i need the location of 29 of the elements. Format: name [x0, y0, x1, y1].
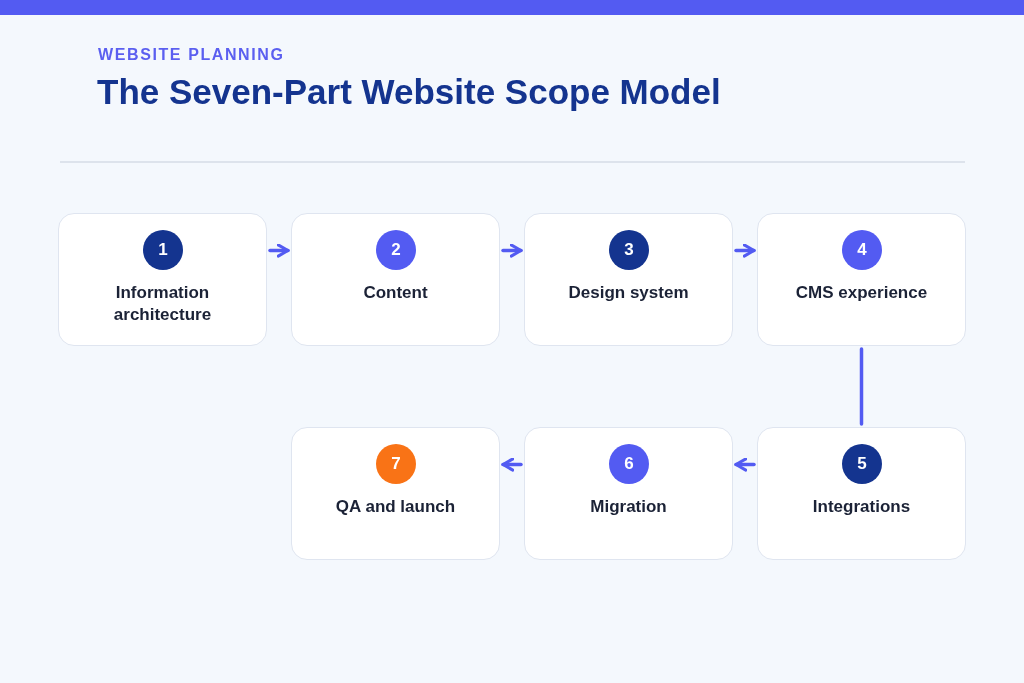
step-label: Integrations	[811, 496, 912, 518]
arrow	[734, 243, 756, 258]
step-number: 3	[609, 230, 649, 270]
step-number: 1	[143, 230, 183, 270]
kicker-text: WEBSITE PLANNING	[98, 46, 285, 64]
step-card	[757, 427, 966, 560]
step-card	[291, 213, 500, 346]
step-number: 6	[609, 444, 649, 484]
step-number: 7	[376, 444, 416, 484]
step-card	[524, 427, 733, 560]
arrow	[501, 243, 523, 258]
step-number: 2	[376, 230, 416, 270]
arrow	[734, 457, 756, 472]
step-label: Content	[362, 282, 429, 304]
step-card	[291, 427, 500, 560]
step-label: QA and launch	[334, 496, 457, 518]
step-label: Design system	[567, 282, 690, 304]
step-card	[757, 213, 966, 346]
step-label: Migration	[589, 496, 668, 518]
step-card	[58, 213, 267, 346]
title: The Seven-Part Website Scope Model	[97, 72, 721, 112]
connector-line	[859, 347, 864, 426]
step-number: 4	[842, 230, 882, 270]
step-card	[524, 213, 733, 346]
step-label: CMS experience	[794, 282, 929, 304]
step-number: 5	[842, 444, 882, 484]
step-label: Information architecture	[112, 282, 213, 326]
arrow	[501, 457, 523, 472]
arrow	[268, 243, 290, 258]
